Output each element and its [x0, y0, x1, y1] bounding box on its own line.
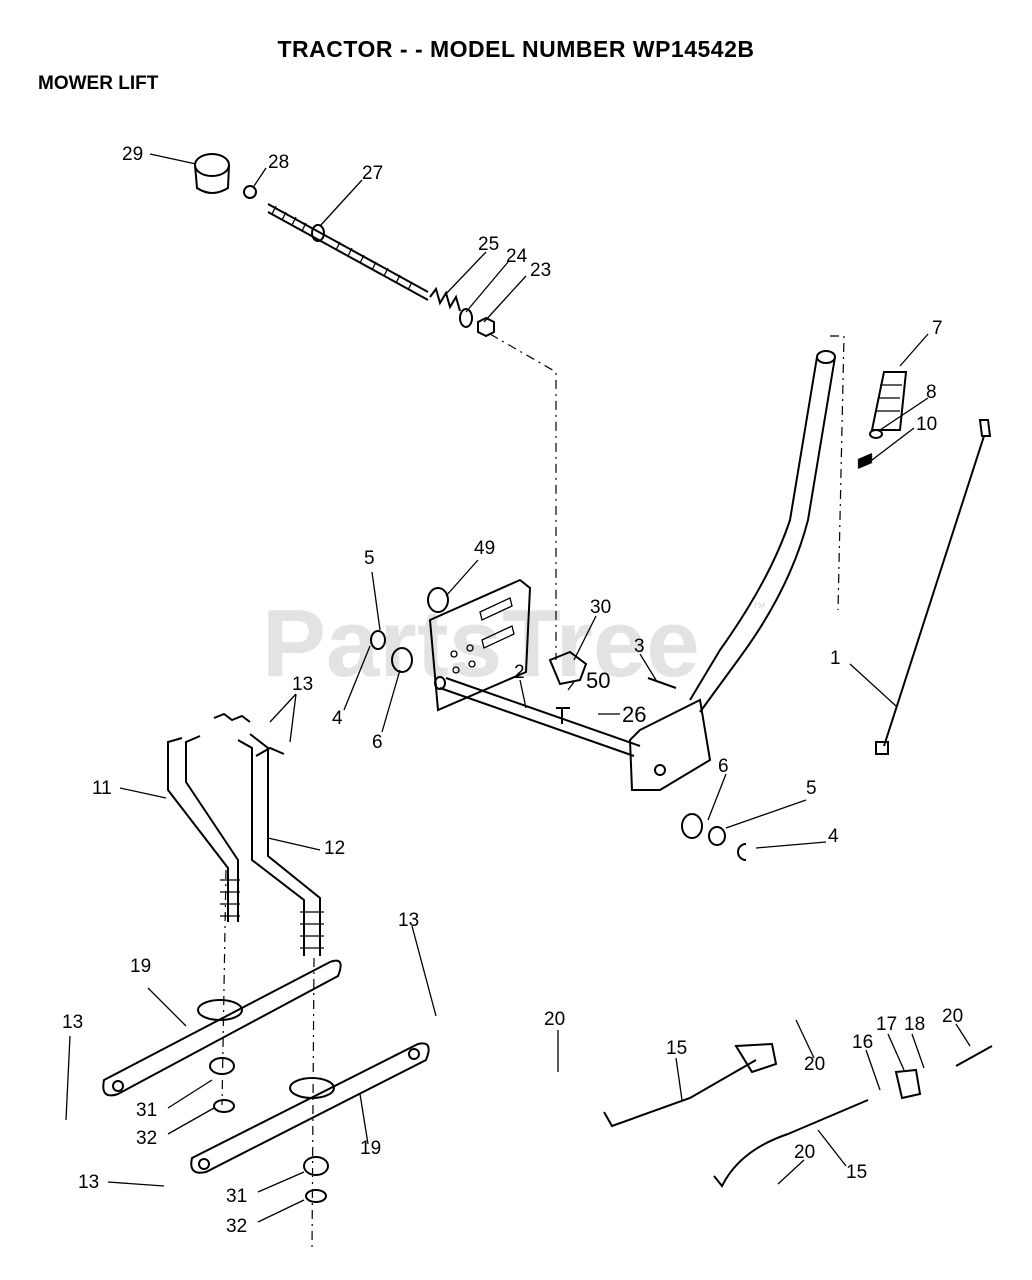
- part-lift-arm-upper: [102, 959, 342, 1097]
- callout-20-mid: 20: [804, 1054, 825, 1075]
- callout-23: 23: [530, 260, 551, 281]
- part-cross-shaft-2: [434, 676, 641, 757]
- callout-5-upper: 5: [364, 548, 375, 569]
- callout-17: 17: [876, 1014, 897, 1035]
- callout-6-lower: 6: [718, 756, 729, 777]
- part-rod-15-lower: [713, 1045, 993, 1188]
- callout-13-right: 13: [398, 910, 419, 931]
- callout-10: 10: [916, 414, 937, 435]
- callout-28: 28: [268, 152, 289, 173]
- callout-27: 27: [362, 163, 383, 184]
- callout-32-lower: 32: [226, 1216, 247, 1237]
- callout-5-lower: 5: [806, 778, 817, 799]
- watermark-trademark: ™: [752, 599, 766, 615]
- alignment-lines: [221, 333, 845, 1251]
- leader-lines: [65, 153, 971, 1223]
- callout-15-upper: 15: [666, 1038, 687, 1059]
- part-threaded-rod-27: [267, 203, 429, 301]
- part-bracket-plate: [428, 578, 532, 712]
- part-lift-arm-lower: [190, 1042, 430, 1174]
- part-bushings-left: [370, 630, 413, 673]
- part-spring-10: [857, 453, 873, 469]
- callout-13-bottom: 13: [78, 1172, 99, 1193]
- part-grip-7: [869, 371, 908, 439]
- callout-8: 8: [926, 382, 937, 403]
- callout-2: 2: [514, 662, 525, 683]
- callout-1: 1: [830, 648, 841, 669]
- part-clips-13-top: [213, 712, 285, 757]
- callout-19-lower: 19: [360, 1138, 381, 1159]
- callout-20-left: 20: [544, 1009, 565, 1030]
- part-bushings-31-32: [209, 1057, 329, 1203]
- callout-19-upper: 19: [130, 956, 151, 977]
- part-washer-49: [427, 587, 449, 613]
- watermark: PartsTree: [262, 590, 700, 697]
- callout-50: 50: [586, 668, 610, 693]
- callout-6-upper: 6: [372, 732, 383, 753]
- callout-31-upper: 31: [136, 1100, 157, 1121]
- part-bushings-right: [681, 813, 747, 861]
- callout-20-right: 20: [942, 1006, 963, 1027]
- callout-32-upper: 32: [136, 1128, 157, 1149]
- part-link-12: [237, 733, 324, 956]
- diagram-title: TRACTOR - - MODEL NUMBER WP14542B: [277, 36, 755, 62]
- callout-31-lower: 31: [226, 1186, 247, 1207]
- part-nut-23: [477, 316, 495, 338]
- callout-18: 18: [904, 1014, 925, 1035]
- callout-7: 7: [932, 318, 943, 339]
- part-knob-29: [194, 153, 230, 194]
- callout-15-lower: 15: [846, 1162, 867, 1183]
- part-ferrule-30: [548, 650, 588, 686]
- callout-13-left: 13: [62, 1012, 83, 1033]
- callout-26: 26: [622, 702, 646, 727]
- callout-12: 12: [324, 838, 345, 859]
- part-link-11: [167, 735, 240, 922]
- part-lift-handle: [628, 350, 836, 791]
- part-bolt-26: [556, 707, 570, 724]
- callout-30: 30: [590, 597, 611, 618]
- callout-4-lower: 4: [828, 826, 839, 847]
- callout-16: 16: [852, 1032, 873, 1053]
- callout-3: 3: [634, 636, 645, 657]
- callout-13-upper: 13: [292, 674, 313, 695]
- section-title: MOWER LIFT: [38, 73, 159, 94]
- part-rod-1: [875, 419, 992, 755]
- callout-49: 49: [474, 538, 495, 559]
- part-washer-24: [459, 308, 473, 328]
- callout-20-bottom: 20: [794, 1142, 815, 1163]
- part-rod-15-upper: [603, 1042, 778, 1128]
- callout-29: 29: [122, 144, 143, 165]
- part-spring-25: [429, 286, 461, 312]
- callout-labels: 29 28 27 25 24 23 7 8 10 5 49 30 3 50 2 …: [62, 144, 963, 1237]
- callout-24: 24: [506, 246, 528, 267]
- part-washer-28: [243, 185, 257, 199]
- part-pin-3: [647, 677, 677, 689]
- callout-11: 11: [92, 778, 112, 799]
- callout-25: 25: [478, 234, 499, 255]
- callout-4-upper: 4: [332, 708, 343, 729]
